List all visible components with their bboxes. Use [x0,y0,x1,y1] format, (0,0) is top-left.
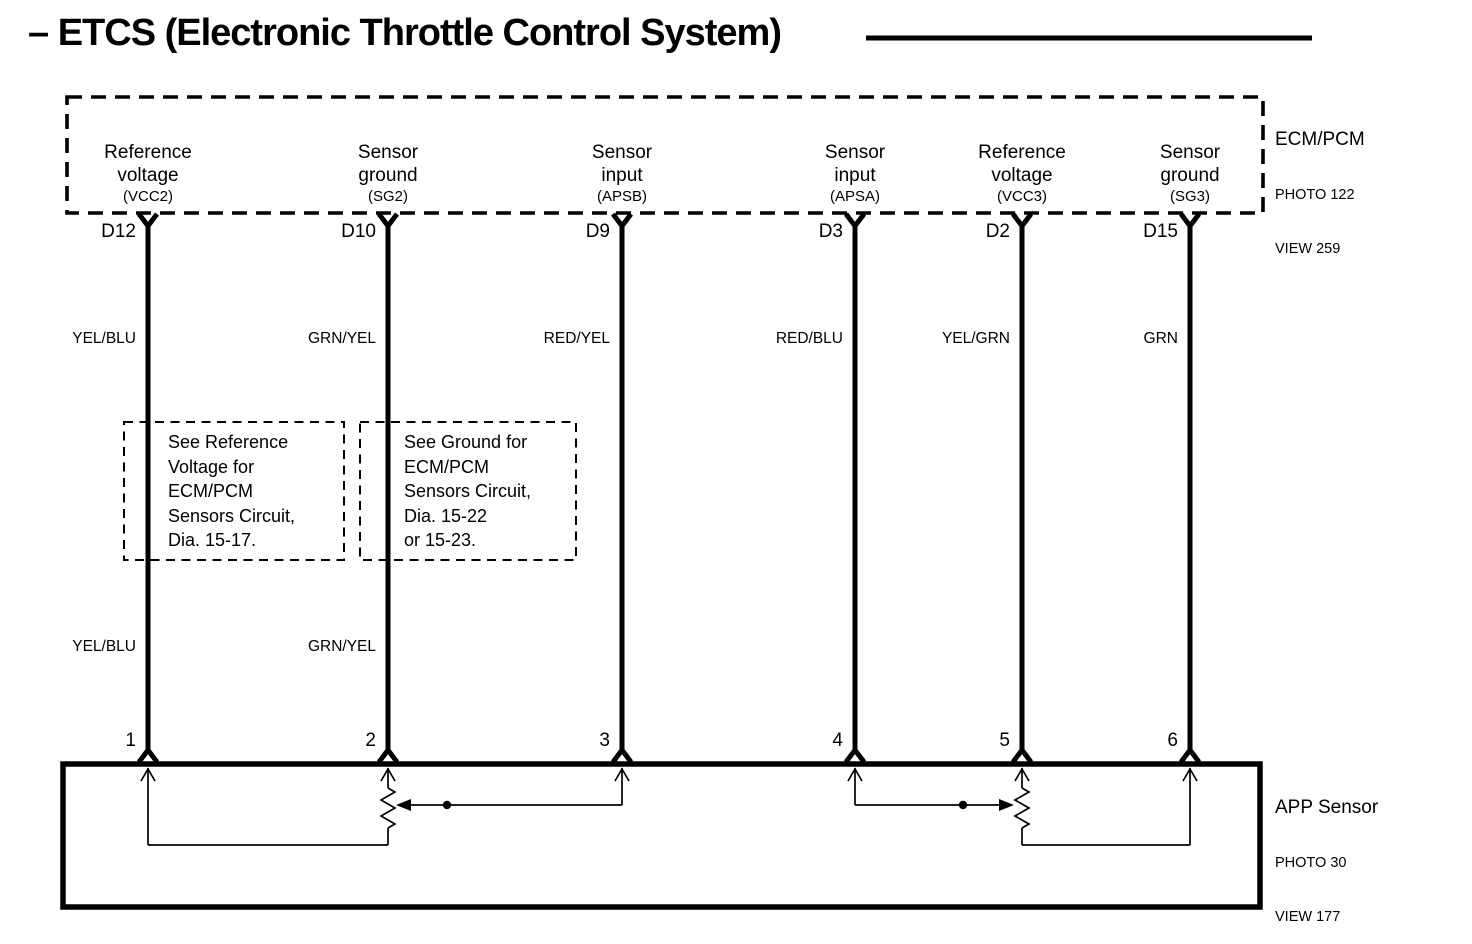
signal-name: (SG3) [1169,188,1211,205]
wire-vcc3 [1011,212,1033,764]
junction-dot [442,800,452,810]
note-box-ground [359,421,577,561]
ecm-pcm-name: ECM/PCM [1275,129,1365,150]
wire-color-label: RED/YEL [543,330,610,347]
signal-arrow-icon [140,767,156,782]
col-header-apsa: Sensor input (APSA) [824,142,886,205]
wire-color-label: YEL/GRN [941,330,1010,347]
note-reference-voltage: See Reference Voltage for ECM/PCM Sensor… [168,432,296,551]
col-header-vcc3: Reference voltage (VCC3) [978,142,1066,205]
potentiometer-resistor-icon [1013,787,1031,829]
wire-vcc2 [137,212,159,764]
app-internal-circuit [140,767,1198,846]
ecm-pcm-view: VIEW 259 [1275,240,1341,257]
app-pin-1: 1 [125,730,136,751]
app-terminal-icon [377,745,399,764]
signal-arrow-icon [380,767,396,782]
app-terminal-icon [844,745,866,764]
app-pin-2: 2 [365,730,376,751]
wire-sg2 [377,212,399,764]
signal-name: (APSB) [596,188,648,205]
col-header-vcc2: Reference voltage (VCC2) [104,142,192,205]
signal-name: (VCC3) [996,188,1048,205]
wire-color-label: YEL/BLU [72,330,136,347]
app-terminal-icon [611,745,633,764]
ecm-pin-d12: D12 [101,221,136,242]
app-terminal-icon [1011,745,1033,764]
col-header-sg3: Sensor ground (SG3) [1159,142,1221,205]
wire-color-label: GRN/YEL [307,638,376,655]
app-sensor-name: APP Sensor [1275,797,1379,818]
ecm-pcm-photo: PHOTO 122 [1275,187,1355,203]
signal-name: (SG2) [367,188,409,205]
ecm-pin-d10: D10 [341,221,376,242]
app-pin-6: 6 [1167,730,1178,751]
note-ground: See Ground for ECM/PCM Sensors Circuit, … [404,432,532,551]
wiper-arrow-icon [396,799,411,811]
wire-apsb [611,212,633,764]
app-sensor-photo: PHOTO 30 [1275,855,1347,871]
wire-color-label: RED/BLU [775,330,843,347]
page-title: – ETCS (Electronic Throttle Control Syst… [28,12,782,54]
wire-sg3 [1179,212,1201,764]
wire-color-label: YEL/BLU [72,638,136,655]
ecm-pin-d9: D9 [585,221,610,242]
ecm-pcm-box [65,95,1265,215]
signal-arrow-icon [1014,767,1030,782]
ecm-pin-d15: D15 [1143,221,1178,242]
wire-color-label: GRN/YEL [307,330,376,347]
app-sensor-labels: APP Sensor PHOTO 30 VIEW 177 [1275,760,1378,944]
junction-dot [958,800,968,810]
signal-arrow-icon [847,767,863,782]
ecm-pin-d2: D2 [985,221,1010,242]
ecm-pin-d3: D3 [818,221,843,242]
signal-name: (VCC2) [122,188,174,205]
app-pin-5: 5 [999,730,1010,751]
app-pin-4: 4 [832,730,843,751]
app-sensor-view: VIEW 177 [1275,908,1341,925]
signal-arrow-icon [614,767,630,782]
wire-apsa [844,212,866,764]
wiper-arrow-icon [999,799,1014,811]
app-sensor-box [60,761,1263,910]
col-header-apsb: Sensor input (APSB) [591,142,653,205]
signal-arrow-icon [1182,767,1198,782]
wire-color-label: GRN [1143,330,1178,347]
col-header-sg2: Sensor ground (SG2) [357,142,419,205]
app-terminal-icon [1179,745,1201,764]
note-box-reference-voltage [123,421,345,561]
signal-name: (APSA) [829,188,881,205]
potentiometer-resistor-icon [379,787,397,829]
app-pin-3: 3 [599,730,610,751]
app-terminal-icon [137,745,159,764]
ecm-pcm-labels: ECM/PCM PHOTO 122 VIEW 259 [1275,92,1365,294]
